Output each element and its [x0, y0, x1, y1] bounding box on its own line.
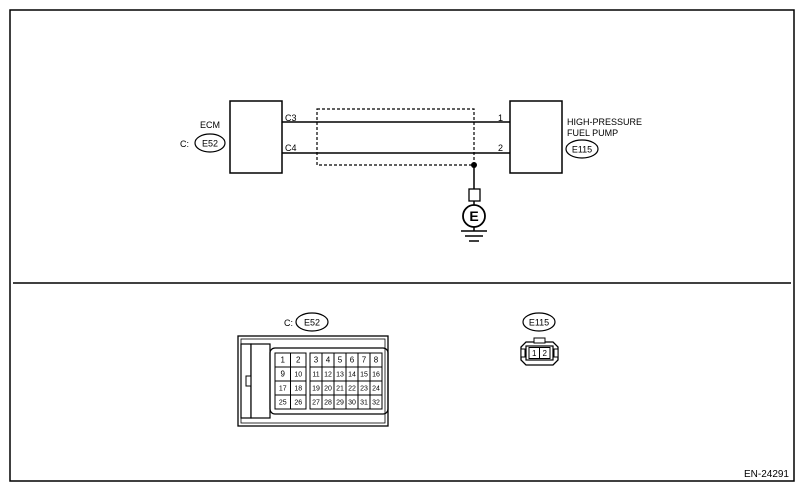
- pump-pin-2: 2: [498, 143, 503, 153]
- e52-pin-label: 10: [294, 372, 302, 379]
- e52-pin-label: 24: [372, 386, 380, 393]
- figure-id: EN-24291: [744, 469, 789, 480]
- ground-symbol-letter: E: [469, 208, 478, 224]
- pump-label-line2: FUEL PUMP: [567, 128, 618, 138]
- e115-key: [533, 337, 546, 344]
- e52-pin-label: 3: [314, 356, 319, 365]
- e52-pin-label: 30: [348, 400, 356, 407]
- e52-pin-label: 8: [374, 356, 379, 365]
- e52-pin-label: 31: [360, 400, 368, 407]
- e52-pin-label: 7: [362, 356, 367, 365]
- ecm-pin-c3: C3: [285, 113, 297, 123]
- e52-pin-label: 19: [312, 386, 320, 393]
- e52-prefix: C:: [284, 318, 293, 328]
- e52-pin-label: 16: [372, 372, 380, 379]
- e52-pin-label: 9: [281, 370, 286, 379]
- e52-pin-label: 4: [326, 356, 331, 365]
- e115-pin-2: 2: [543, 349, 548, 358]
- ecm-connector-prefix: C:: [180, 139, 189, 149]
- e52-pin-cell: [369, 394, 383, 410]
- pump-label-line1: HIGH-PRESSURE: [567, 117, 642, 127]
- e52-badge: [295, 312, 329, 332]
- e115-latch-right: [553, 348, 559, 358]
- pump-connector-id: E115: [572, 145, 592, 155]
- ecm-box: [229, 100, 283, 174]
- e115-badge: [522, 312, 556, 332]
- pump-connector-badge: [565, 139, 599, 159]
- pump-pin-1: 1: [498, 113, 503, 123]
- e52-pin-label: 20: [324, 386, 332, 393]
- e52-pin-label: 6: [350, 356, 355, 365]
- e52-pin-label: 29: [336, 400, 344, 407]
- e52-latch-inner: [250, 343, 271, 419]
- e52-pin-label: 28: [324, 400, 332, 407]
- e52-pin-label: 2: [296, 356, 301, 365]
- ecm-label: ECM: [200, 120, 220, 130]
- ecm-connector-badge: [194, 133, 226, 153]
- e52-pin-label: 14: [348, 372, 356, 379]
- e52-pin-label: 26: [294, 400, 302, 407]
- e52-pin-label: 1: [281, 356, 286, 365]
- e52-pin-label: 32: [372, 400, 380, 407]
- e52-pin-label: 21: [336, 386, 344, 393]
- ground-terminal: [468, 188, 481, 202]
- e52-small-block: 1 2 9 10 17 18 25 26: [274, 352, 307, 410]
- ecm-pin-c4: C4: [285, 143, 297, 153]
- e52-pin-cavity: [269, 347, 389, 415]
- e52-pin-label: 23: [360, 386, 368, 393]
- pump-box: [509, 100, 563, 174]
- e52-pin-label: 27: [312, 400, 320, 407]
- e52-pin-label: 18: [294, 386, 302, 393]
- ecm-connector-id: E52: [202, 139, 218, 149]
- e52-id: E52: [304, 318, 320, 328]
- e115-latch-left: [520, 348, 526, 358]
- e52-pin-label: 11: [312, 372, 319, 379]
- e115-cavity: [525, 345, 554, 361]
- e115-pin-cell-2: [539, 347, 551, 359]
- outer-frame: [9, 9, 795, 482]
- e52-pin-label: 22: [348, 386, 356, 393]
- e52-pin-label: 17: [279, 386, 287, 393]
- e115-id: E115: [529, 318, 549, 328]
- connector-e115: 1 2: [520, 337, 559, 366]
- shield-outline: [316, 108, 475, 166]
- e52-pin-label: 25: [279, 400, 287, 407]
- e52-pin-label: 12: [324, 372, 332, 379]
- e52-pin-label: 5: [338, 356, 343, 365]
- e52-pin-label: 13: [336, 372, 344, 379]
- e52-pin-label: 15: [360, 372, 368, 379]
- e115-pin-1: 1: [532, 349, 537, 358]
- e52-pin-cell: [290, 394, 307, 410]
